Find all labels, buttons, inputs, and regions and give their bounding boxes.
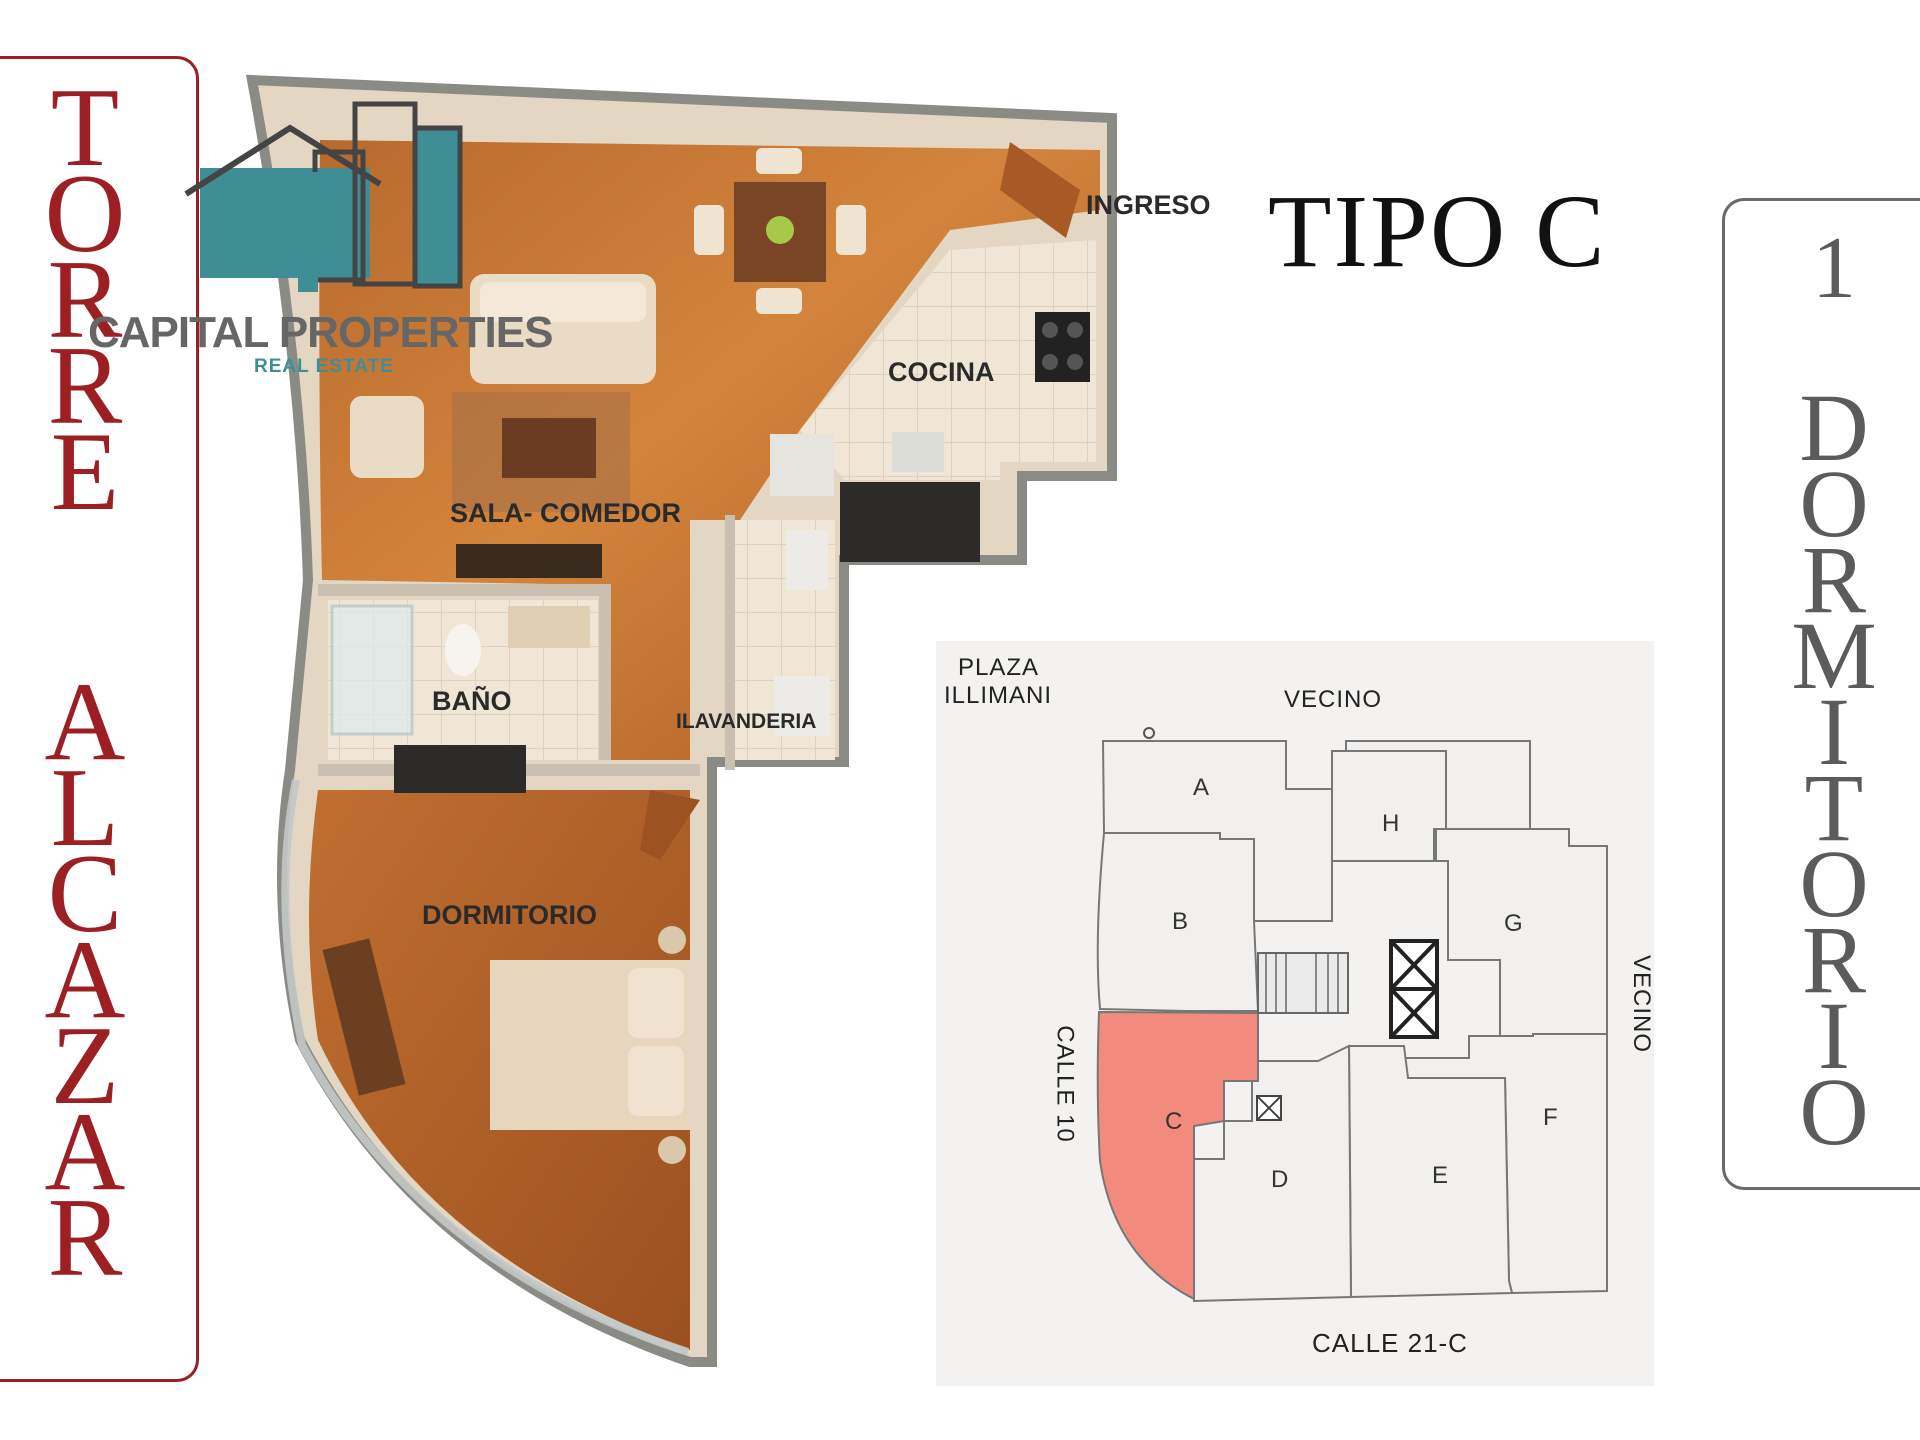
shaft-small [1256, 1095, 1282, 1121]
unit-label-a: A [1193, 774, 1210, 801]
unit-h [1331, 750, 1447, 862]
site-label-vecino-top: VECINO [1284, 686, 1383, 713]
kitchen-sink [892, 432, 944, 472]
site-plan [936, 641, 1654, 1386]
fridge [770, 434, 834, 496]
logo-brand: CAPITAL PROPERTIES [88, 308, 553, 357]
logo-house-body [200, 168, 370, 278]
site-label-illimani: ILLIMANI [944, 682, 1053, 709]
unit-label-e: E [1432, 1162, 1449, 1189]
right-bedroom-frame [1722, 198, 1920, 1190]
entrance-door [1000, 142, 1080, 238]
unit-label-c: C [1165, 1108, 1183, 1135]
washer [786, 530, 828, 590]
stove [1035, 312, 1090, 382]
laundry-sink [774, 676, 830, 736]
tv-console [456, 544, 602, 578]
elevator-shafts [1389, 939, 1439, 1039]
armchair [350, 396, 424, 478]
site-label-plaza: PLAZA [958, 654, 1040, 681]
unit-label-h: H [1382, 810, 1400, 837]
bathroom-vanity [394, 745, 526, 793]
kitchen-island [840, 482, 980, 562]
label-dormitorio: DORMITORIO [422, 900, 597, 930]
logo-roof-icon [184, 124, 382, 197]
stair-core [1257, 952, 1349, 1014]
unit-type-title: TIPO C [1268, 174, 1607, 289]
coffee-table [502, 418, 596, 478]
toilet [445, 624, 481, 676]
label-bano: BAÑO [432, 686, 512, 716]
label-ingreso: INGRESO [1086, 190, 1211, 220]
unit-b [1096, 832, 1260, 1012]
logo-tower-icon [412, 125, 463, 289]
kitchen-floor [800, 240, 1096, 480]
bedroom-door [640, 790, 700, 860]
logo-tagline: REAL ESTATE [254, 356, 394, 377]
unit-e [1347, 1045, 1514, 1299]
bath-sink [508, 606, 590, 648]
magnifier-icon [1143, 727, 1155, 739]
left-title-frame [0, 56, 199, 1382]
shower [330, 604, 414, 736]
nightstand-lamp [658, 926, 686, 954]
site-label-calle-10: CALLE 10 [1051, 1025, 1079, 1143]
unit-label-d: D [1271, 1166, 1289, 1193]
unit-c-highlight [1096, 1010, 1259, 1301]
label-lavanderia: ILAVANDERIA [676, 710, 817, 733]
company-logo [184, 101, 463, 292]
bedroom-bench [322, 938, 406, 1096]
unit-label-g: G [1504, 910, 1523, 937]
unit-label-f: F [1543, 1104, 1558, 1131]
bedroom-count: 1 [1812, 220, 1856, 317]
site-label-calle-21c: CALLE 21-C [1312, 1328, 1468, 1358]
unit-label-b: B [1172, 908, 1189, 935]
label-cocina: COCINA [888, 357, 995, 387]
label-sala-comedor: SALA- COMEDOR [450, 498, 681, 528]
site-label-vecino-right: VECINO [1628, 954, 1656, 1054]
